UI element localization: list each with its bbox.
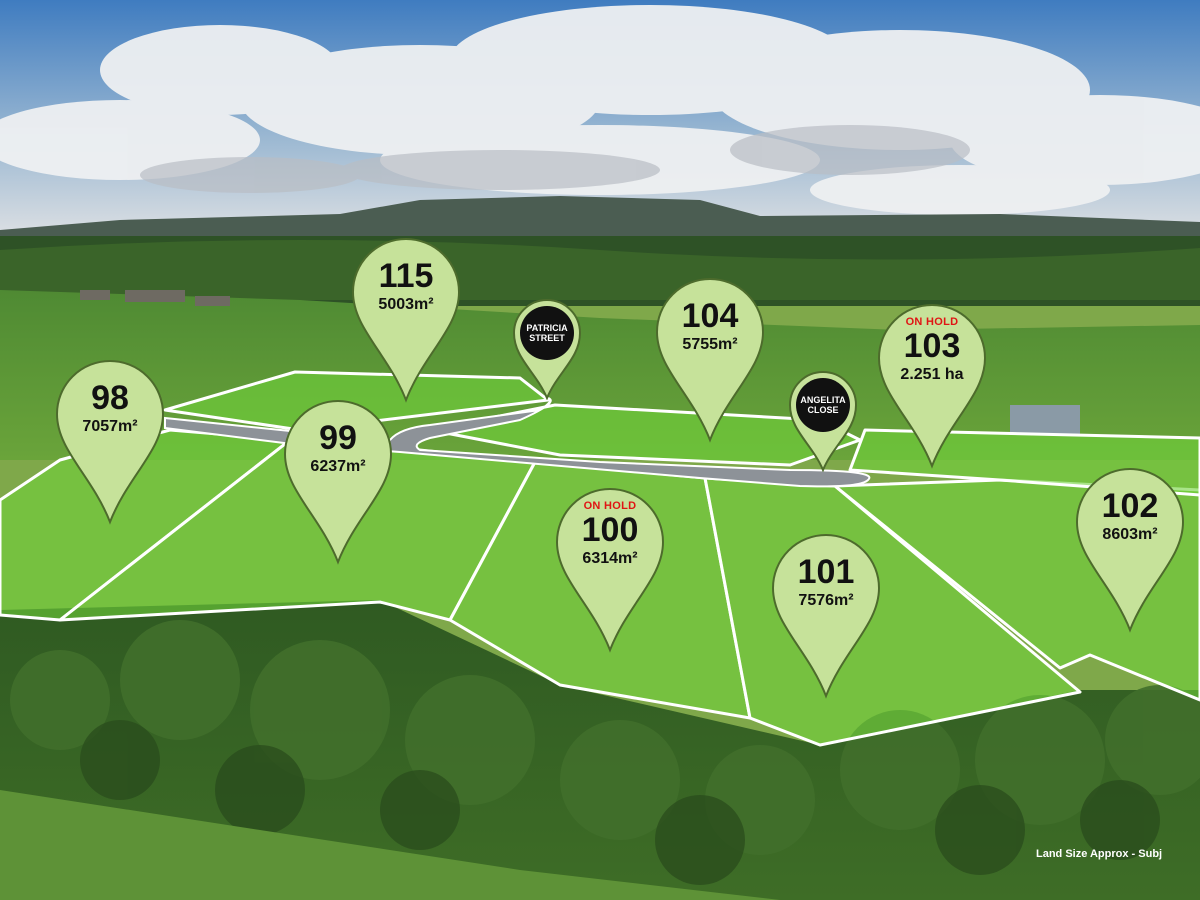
street-pin-icon: [788, 371, 858, 472]
lot-area: 2.251 ha: [900, 366, 964, 383]
lot-100-marker[interactable]: ON HOLD 100 6314m²: [554, 486, 666, 654]
lot-area: 7576m²: [798, 592, 854, 609]
lot-number: 104: [681, 297, 739, 335]
lot-area: 5755m²: [682, 336, 738, 353]
street-name-line1: PATRICIA: [526, 323, 568, 333]
map-pin-icon: [55, 360, 165, 525]
lot-area: 7057m²: [82, 418, 138, 435]
lot-number: 100: [581, 511, 639, 549]
lot-104-marker[interactable]: 104 5755m²: [654, 276, 766, 444]
map-pin-icon: [771, 534, 881, 699]
map-pin-icon: [555, 488, 665, 653]
street-name-line2: STREET: [529, 333, 565, 343]
lot-number: 99: [319, 419, 357, 457]
lot-area: 8603m²: [1102, 526, 1158, 543]
lot-103-marker[interactable]: ON HOLD 103 2.251 ha: [876, 302, 988, 470]
on-hold-label: ON HOLD: [905, 316, 959, 328]
land-size-disclaimer: Land Size Approx - Subj: [1036, 848, 1163, 860]
lot-number: 101: [797, 553, 855, 591]
lot-115-marker[interactable]: 115 5003m²: [350, 236, 462, 404]
lot-102-marker[interactable]: 102 8603m²: [1074, 466, 1186, 634]
street-name-line1: ANGELITA: [800, 395, 846, 405]
street-name-line2: CLOSE: [807, 405, 839, 415]
street-pin-icon: [512, 299, 582, 400]
lot-99-marker[interactable]: 99 6237m²: [282, 398, 394, 566]
angelita-close-marker[interactable]: ANGELITA CLOSE: [788, 368, 858, 472]
lot-area: 6237m²: [310, 458, 366, 475]
lot-98-marker[interactable]: 98 7057m²: [54, 358, 166, 526]
lot-number: 98: [91, 379, 129, 417]
lot-number: 115: [378, 257, 434, 295]
lot-number: 102: [1101, 487, 1159, 525]
lot-area: 6314m²: [582, 550, 638, 567]
patricia-street-marker[interactable]: PATRICIA STREET: [512, 296, 582, 400]
map-pin-icon: [283, 400, 393, 565]
map-pin-icon: [1075, 468, 1185, 633]
map-pin-icon: [877, 304, 987, 469]
on-hold-label: ON HOLD: [583, 500, 637, 512]
clouds: [0, 5, 1200, 215]
map-pin-icon: [655, 278, 765, 443]
map-pin-icon: [351, 238, 461, 403]
lot-101-marker[interactable]: 101 7576m²: [770, 532, 882, 700]
lot-number: 103: [903, 327, 961, 365]
houses: [80, 290, 230, 306]
lot-area: 5003m²: [378, 296, 434, 313]
